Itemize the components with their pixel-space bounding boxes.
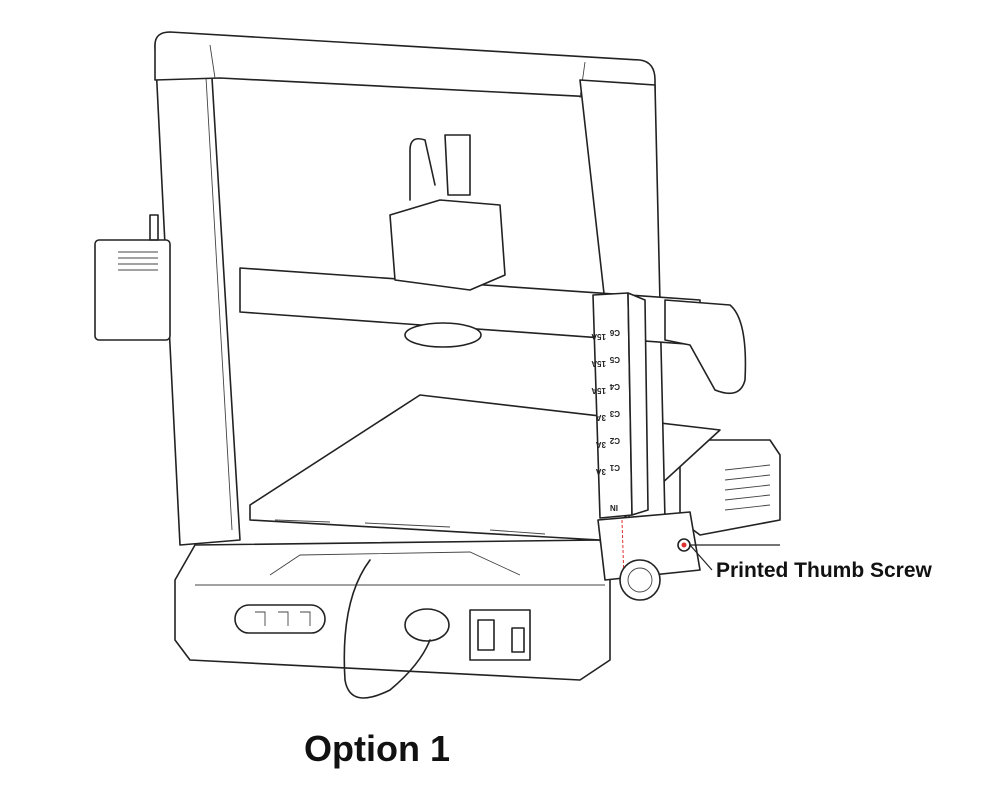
- fuse-rating-label: 3A: [596, 413, 606, 422]
- figure-caption: Option 1: [304, 728, 450, 769]
- top-frame: [154, 31, 656, 101]
- fuse-rating-label: 15A: [591, 386, 606, 395]
- fuse-rating-label: 3A: [596, 440, 606, 449]
- fuse-rating-label: 15A: [591, 359, 606, 368]
- thumb-screw: [619, 559, 661, 601]
- fuse-id-label: C1: [609, 463, 620, 472]
- callout-label: Printed Thumb Screw: [716, 559, 932, 582]
- power-supply: [679, 439, 781, 536]
- fuse-id-label: C3: [609, 409, 620, 418]
- fuse-id-label: C6: [609, 328, 620, 337]
- print-head: [389, 199, 506, 291]
- fuse-rating-label: 15A: [591, 332, 606, 341]
- printer-base: [174, 539, 611, 699]
- control-box: [94, 239, 171, 341]
- fuse-id-label: C4: [609, 382, 620, 391]
- fuse-id-label: C5: [609, 355, 620, 364]
- fuse-id-label: C2: [609, 436, 620, 445]
- fuse-rating-label: 3A: [596, 467, 606, 476]
- fuse-input-label: IN: [610, 503, 618, 512]
